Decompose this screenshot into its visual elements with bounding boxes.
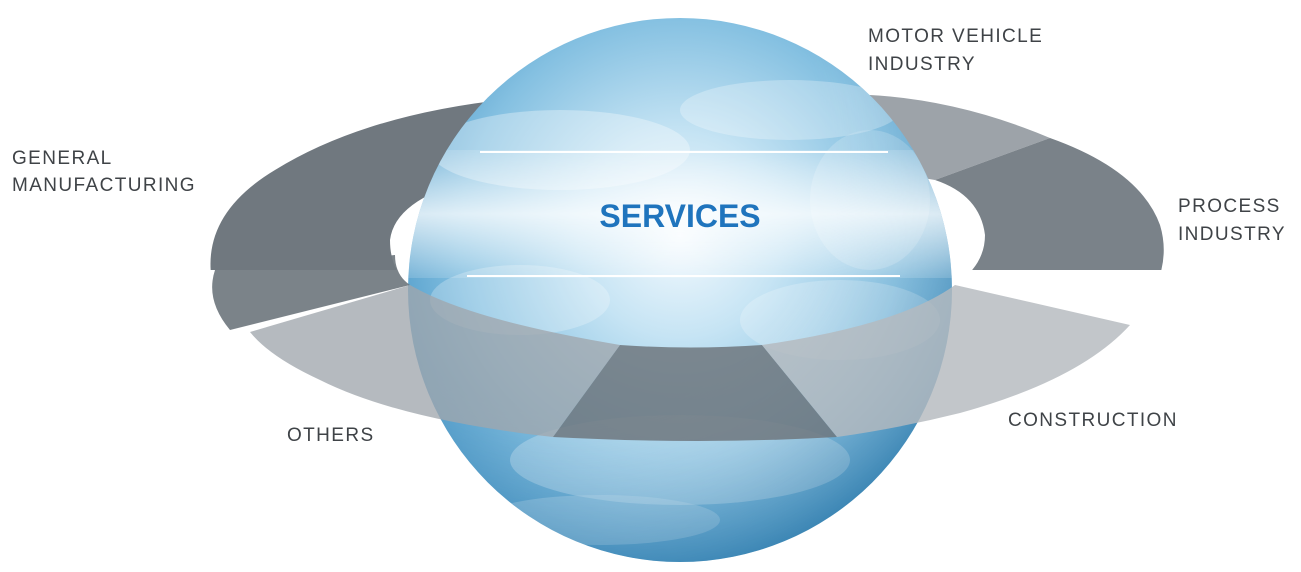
label-construction: CONSTRUCTION bbox=[1008, 410, 1178, 431]
label-process-industry: PROCESS INDUSTRY bbox=[1178, 196, 1287, 245]
ring-segment-process-industry-back bbox=[935, 138, 1164, 270]
ring-segment-others bbox=[250, 285, 620, 437]
center-label: SERVICES bbox=[599, 198, 760, 234]
center-band bbox=[408, 150, 952, 278]
label-motor-vehicle-industry: MOTOR VEHICLE INDUSTRY bbox=[868, 26, 1050, 75]
label-others: OTHERS bbox=[287, 425, 375, 446]
ring-segment-center-dark bbox=[553, 345, 837, 441]
ring-segment-construction bbox=[762, 285, 1130, 437]
segment-labels: GENERAL MANUFACTURING MOTOR VEHICLE INDU… bbox=[12, 26, 1287, 446]
ring-segment-general-manufacturing-front bbox=[212, 255, 410, 330]
label-general-manufacturing: GENERAL MANUFACTURING bbox=[12, 148, 196, 196]
ring-front bbox=[212, 255, 1130, 441]
globe bbox=[408, 18, 952, 562]
